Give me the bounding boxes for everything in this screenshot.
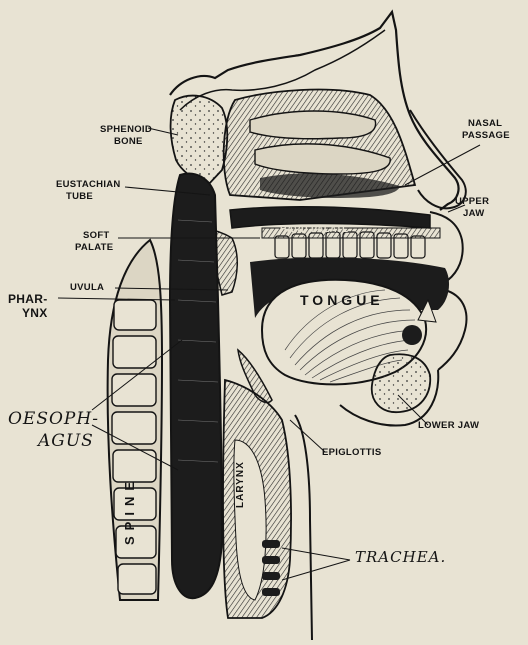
label-larynx: LARYNX <box>235 461 246 508</box>
label-nasal-passage: NASAL PASSAGE <box>462 118 510 142</box>
label-lower-jaw: LOWER JAW <box>418 420 479 432</box>
label-tongue: TONGUE <box>300 292 384 308</box>
label-hard-palate: HARD PALATE <box>280 224 349 234</box>
neck-front <box>295 415 312 640</box>
label-eustachian-tube: EUSTACHIAN TUBE <box>56 179 121 203</box>
lower-jaw <box>372 354 430 412</box>
label-oesophagus: OESOPH- AGUS <box>8 408 99 452</box>
label-pharynx: PHAR- YNX <box>8 292 48 320</box>
nasal-turbinate-1 <box>250 111 376 139</box>
label-upper-jaw: UPPER JAW <box>455 196 489 220</box>
sphenoid-bone <box>171 96 228 185</box>
pharynx-column <box>170 174 222 599</box>
label-soft-palate: SOFT PALATE <box>75 230 113 254</box>
label-uvula: UVULA <box>70 282 104 294</box>
label-spine: SPINE <box>122 476 137 545</box>
tongue-tip-dark <box>402 325 422 345</box>
label-sphenoid-bone: SPHENOID BONE <box>100 124 152 148</box>
label-trachea: TRACHEA. <box>355 548 446 566</box>
label-epiglottis: EPIGLOTTIS <box>322 447 381 459</box>
